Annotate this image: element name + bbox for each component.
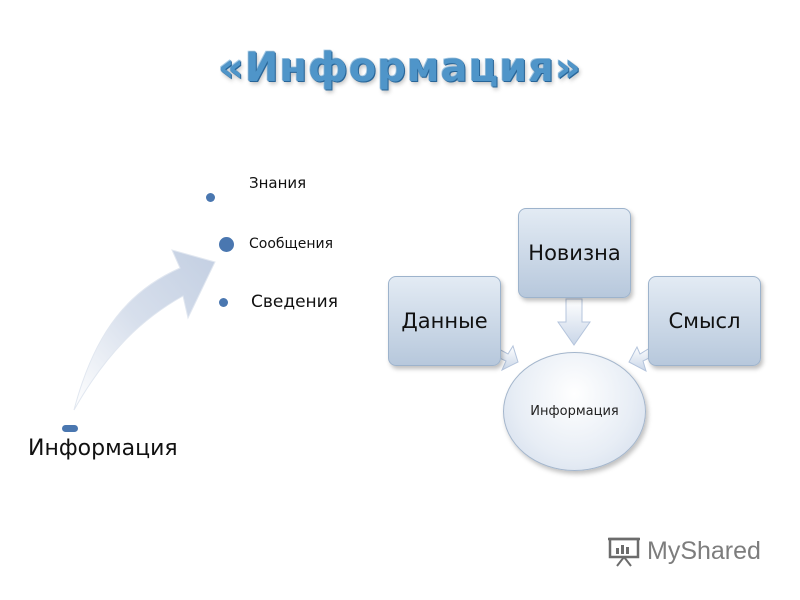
curved-arrow-shape	[73, 249, 216, 411]
box-novelty: Новизна	[518, 208, 631, 298]
base-bullet	[62, 425, 78, 432]
center-circle: Информация	[503, 352, 646, 471]
list-item-data: Сведения	[251, 292, 338, 312]
presentation-board-icon	[608, 537, 640, 567]
left-base-label: Информация	[28, 436, 178, 461]
arrow-down-icon	[557, 298, 591, 346]
slide-title: «Информация»	[218, 45, 582, 91]
watermark-text: MyShared	[647, 536, 761, 565]
list-bullet-1	[206, 193, 215, 202]
box-meaning: Смысл	[648, 276, 761, 366]
list-item-messages: Сообщения	[249, 236, 334, 252]
mysharede-logo: MyShared	[607, 535, 761, 567]
list-item-knowledge: Знания	[249, 174, 307, 192]
list-bullet-3	[219, 298, 228, 307]
box-data: Данные	[388, 276, 501, 366]
list-bullet-2	[219, 237, 234, 252]
